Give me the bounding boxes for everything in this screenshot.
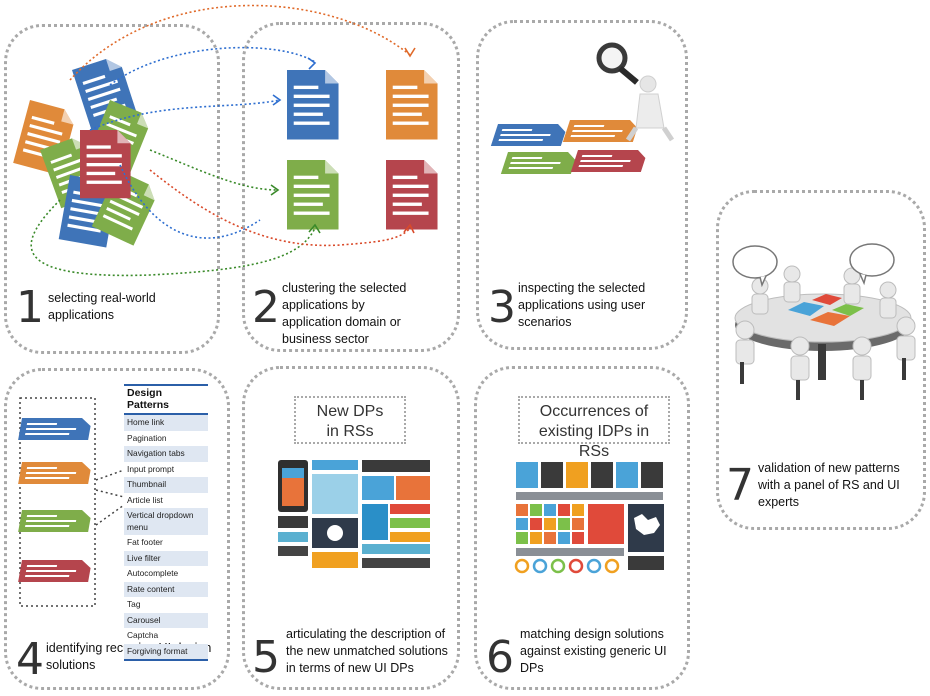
cluster-arrows <box>30 4 416 277</box>
step-2-number: 2 <box>252 282 280 333</box>
design-pattern-item: Home link <box>124 415 208 431</box>
green-document-icon <box>287 160 339 230</box>
red-document-icon <box>386 160 438 230</box>
step-4-number: 4 <box>16 634 44 685</box>
design-pattern-item: Thumbnail <box>124 477 208 493</box>
design-pattern-item: Live filter <box>124 550 208 566</box>
step-6-number: 6 <box>486 632 514 683</box>
step-6-caption: matching design solutions against existi… <box>520 627 667 675</box>
design-pattern-item: Forgiving format <box>124 643 208 659</box>
design-pattern-item: Rate content <box>124 581 208 597</box>
step-2-box <box>242 22 460 352</box>
step-1-box <box>4 24 220 354</box>
step-7-caption: validation of new patterns with a panel … <box>758 461 900 509</box>
step-7-number: 7 <box>726 460 754 511</box>
design-pattern-item: Input prompt <box>127 463 175 474</box>
step-2-caption: clustering the selected applications by … <box>282 281 407 346</box>
step-7-box <box>716 190 926 530</box>
step-5-number: 5 <box>252 632 280 683</box>
design-pattern-item: Tag <box>127 599 141 609</box>
expert-panel-meeting-icon <box>732 243 916 400</box>
step-6-box <box>474 366 690 690</box>
existing-idp-ui-collage <box>514 462 664 574</box>
step-5-caption: articulating the description of the new … <box>286 627 448 675</box>
step-6-title: Occurrences of existing IDPs in RSs <box>518 396 670 460</box>
step-3-box <box>476 20 688 350</box>
step-4-documents <box>18 397 125 607</box>
step-5-box <box>242 366 460 690</box>
design-patterns-title: Design Patterns <box>124 386 208 415</box>
design-pattern-item: Navigation tabs <box>124 446 208 462</box>
design-pattern-item: Autocomplete <box>127 568 179 578</box>
new-dp-ui-collage <box>278 460 430 568</box>
design-pattern-item: Captcha <box>127 630 159 640</box>
step-3-number: 3 <box>488 282 516 333</box>
step-1-caption: selecting real-world applications <box>48 291 156 322</box>
blue-document-icon <box>287 70 339 140</box>
step-4-box <box>4 368 230 690</box>
design-pattern-item: Carousel <box>124 612 208 628</box>
orange-document-icon <box>386 70 438 140</box>
design-pattern-item: Vertical dropdown menu <box>124 508 208 535</box>
step-1-number: 1 <box>16 282 44 333</box>
step-5-title: New DPs in RSs <box>294 396 406 444</box>
design-pattern-item: Fat footer <box>127 537 163 547</box>
step-3-caption: inspecting the selected applications usi… <box>518 281 646 329</box>
design-pattern-item: Pagination <box>127 432 167 443</box>
scattered-documents-icon <box>13 55 160 248</box>
design-pattern-item: Article list <box>127 494 163 505</box>
inspecting-figure-icon <box>490 42 675 174</box>
